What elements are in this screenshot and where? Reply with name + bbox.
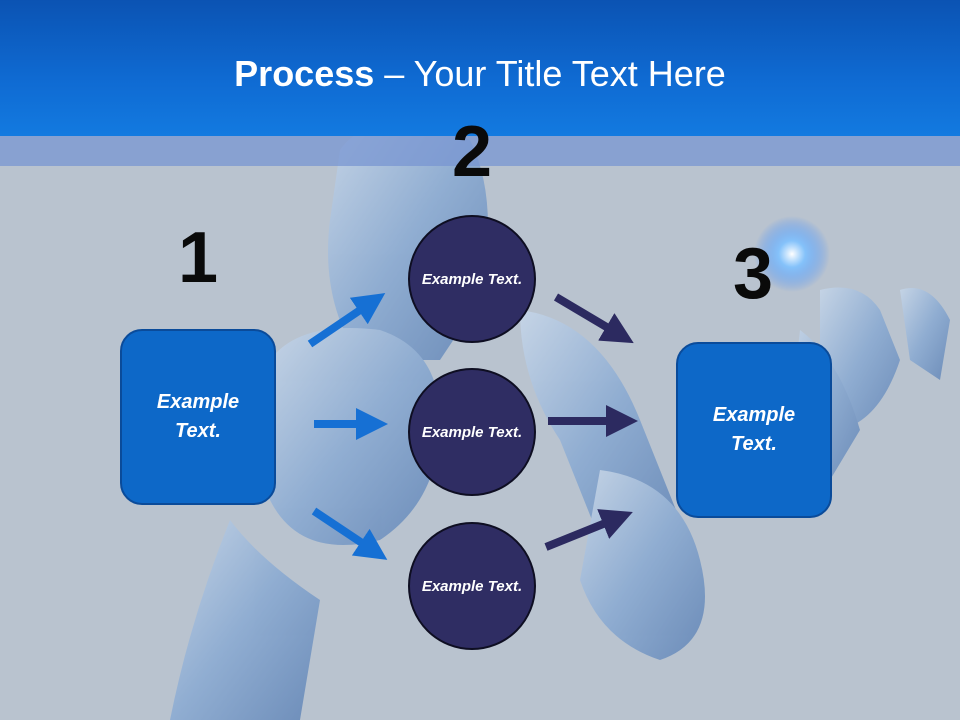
step-number-1: 1 <box>177 218 219 298</box>
right-step-text: Example Text. <box>712 404 796 455</box>
middle-circle-top: Example Text. <box>408 215 536 343</box>
step-number-2: 2 <box>451 112 493 192</box>
title-rest-text: – Your Title Text Here <box>374 53 726 94</box>
left-step-text: Example Text. <box>156 391 240 442</box>
circle-bottom-text: Example Text. <box>421 577 523 595</box>
title-bar-band <box>0 136 960 166</box>
slide-title: Process – Your Title Text Here <box>0 52 960 96</box>
left-step-box: Example Text. <box>120 329 276 505</box>
middle-circle-center: Example Text. <box>408 368 536 496</box>
right-step-box: Example Text. <box>676 342 832 518</box>
circle-top-text: Example Text. <box>421 270 523 288</box>
step-number-3: 3 <box>732 234 774 314</box>
title-bar <box>0 0 960 136</box>
title-strong-text: Process <box>234 53 375 94</box>
middle-circle-bottom: Example Text. <box>408 522 536 650</box>
circle-center-text: Example Text. <box>421 423 523 441</box>
